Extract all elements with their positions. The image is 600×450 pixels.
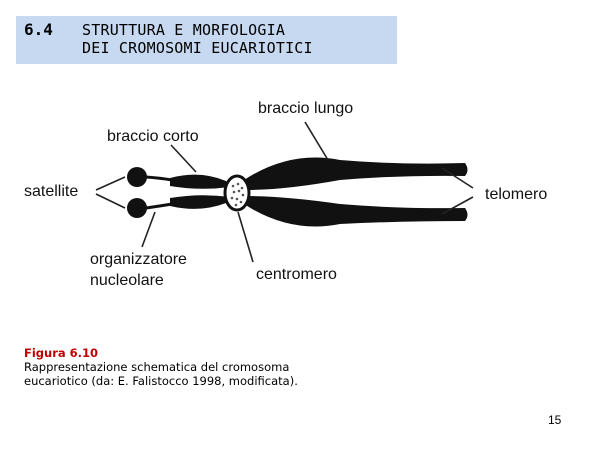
satellite-stalk-upper [146, 177, 172, 180]
pointer-satellite-upper [96, 177, 125, 190]
label-organizzatore: organizzatore [90, 251, 187, 269]
label-telomero: telomero [485, 186, 547, 204]
figure-caption: Figura 6.10 Rappresentazione schematica … [24, 346, 298, 388]
label-centromero: centromero [256, 266, 337, 284]
pointer-braccio-lungo [305, 122, 328, 160]
label-satellite: satellite [24, 183, 78, 201]
caption-title: Figura 6.10 [24, 346, 298, 360]
pointer-organizzatore [142, 212, 155, 247]
satellite-upper [127, 167, 147, 187]
satellite-stalk-lower [146, 204, 172, 208]
page-number: 15 [548, 413, 561, 427]
caption-line-1: Rappresentazione schematica del cromosom… [24, 360, 298, 374]
caption-line-2: eucariotico (da: E. Falistocco 1998, mod… [24, 374, 298, 388]
short-arm-lower [170, 195, 230, 209]
long-arm-lower [244, 196, 468, 227]
label-braccio-lungo: braccio lungo [258, 100, 353, 118]
pointer-braccio-corto [171, 145, 196, 172]
long-arm-upper [244, 158, 468, 191]
label-braccio-corto: braccio corto [107, 128, 199, 146]
short-arm-upper [170, 175, 230, 189]
satellite-lower [127, 198, 147, 218]
pointer-centromero [238, 212, 253, 262]
label-nucleolare: nucleolare [90, 272, 164, 290]
pointer-satellite-lower [96, 194, 125, 208]
